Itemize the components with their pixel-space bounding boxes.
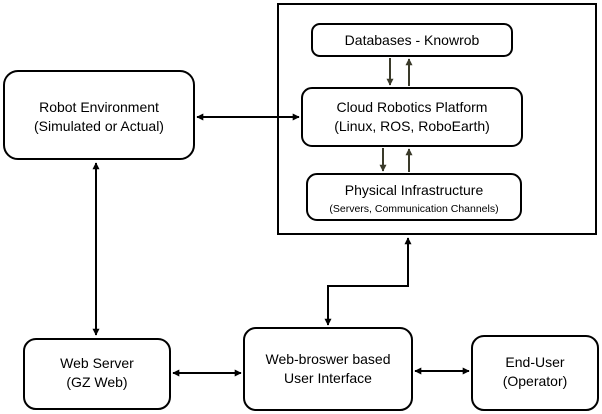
robot-environment-node: Robot Environment (Simulated or Actual) (3, 70, 195, 160)
web-ui-subtitle: User Interface (284, 370, 372, 386)
physical-infrastructure-subtitle: (Servers, Communication Channels) (329, 203, 498, 215)
end-user-subtitle: (Operator) (503, 373, 568, 389)
databases-title: Databases - Knowrob (345, 32, 480, 48)
end-user-node: End-User (Operator) (471, 335, 599, 411)
robot-environment-subtitle: (Simulated or Actual) (34, 118, 164, 134)
web-ui-title: Web-broswer based (265, 351, 390, 367)
databases-node: Databases - Knowrob (311, 23, 513, 57)
cloud-platform-subtitle: (Linux, ROS, RoboEarth) (334, 118, 490, 134)
cloud-platform-node: Cloud Robotics Platform (Linux, ROS, Rob… (301, 87, 523, 147)
physical-infrastructure-node: Physical Infrastructure (Servers, Commun… (306, 173, 522, 221)
web-server-node: Web Server (GZ Web) (23, 338, 171, 410)
web-ui-node: Web-broswer based User Interface (243, 327, 413, 411)
web-server-title: Web Server (60, 355, 134, 371)
cloud-platform-title: Cloud Robotics Platform (337, 99, 488, 115)
end-user-title: End-User (505, 354, 564, 370)
web-server-subtitle: (GZ Web) (66, 374, 127, 390)
arrow-web-ui-cloud-container (324, 237, 412, 326)
physical-infrastructure-title: Physical Infrastructure (345, 182, 484, 198)
robot-environment-title: Robot Environment (39, 99, 159, 115)
